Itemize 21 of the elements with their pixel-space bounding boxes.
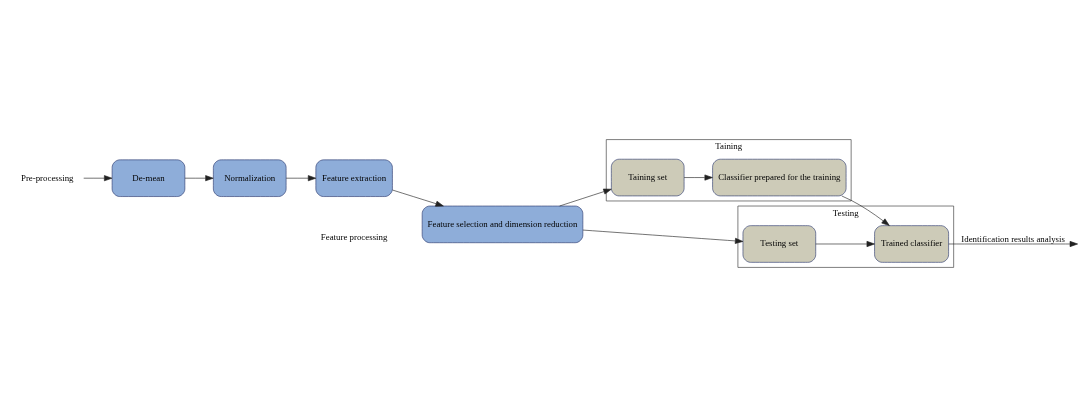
node-box: Feature extraction (315, 159, 393, 197)
node-text: Pre-processing (20, 172, 74, 183)
node-box: De-mean (111, 159, 186, 197)
arrow (683, 174, 713, 181)
arrow (841, 195, 890, 226)
arrow (582, 229, 744, 244)
edge-label: Identification results analysis (961, 233, 1065, 244)
arrow (559, 188, 612, 206)
node-box: Feature selection and dimension reduction (421, 205, 584, 243)
arrow (392, 189, 444, 207)
node-label: Feature processing (320, 231, 388, 242)
node-box: Taining set (611, 158, 685, 196)
arrow (815, 240, 875, 247)
node-box: Testing set (742, 224, 817, 263)
node-box: Classifier prepared for the training (712, 158, 847, 196)
node-box: Trained classifier (874, 224, 949, 263)
arrow (184, 174, 214, 181)
arrow (948, 240, 1078, 247)
arrow (83, 174, 113, 181)
arrow (285, 174, 317, 181)
node-box: Normalization (213, 159, 287, 197)
